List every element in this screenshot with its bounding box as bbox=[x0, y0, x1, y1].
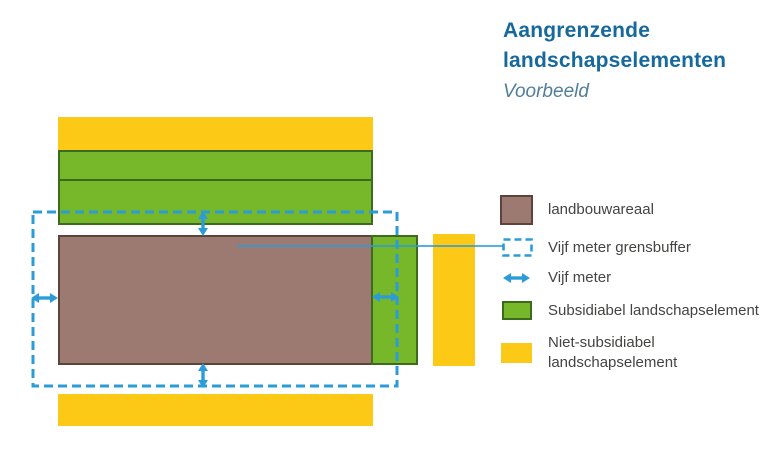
niet-subsidiabel-strip-top bbox=[58, 117, 373, 150]
legend-label: landbouwareaal bbox=[548, 201, 654, 218]
legend-label: Subsidiabel landschapselement bbox=[548, 301, 759, 319]
landbouwareaal-area bbox=[58, 235, 373, 365]
niet-subsidiabel-strip-bottom bbox=[58, 394, 373, 426]
subsidiabel-strip-top-2 bbox=[58, 179, 373, 225]
legend-item-vijf-meter: Vijf meter bbox=[503, 269, 612, 286]
legend-label: Niet-subsidiabel landschapselement bbox=[548, 334, 678, 371]
vijf-meter-arrow-bottom-icon bbox=[198, 363, 208, 388]
niet-subsidiabel-block-right bbox=[433, 234, 475, 366]
legend-item-grensbuffer: Vijf meter grensbuffer bbox=[502, 238, 691, 257]
page-title-line1: Aangrenzende bbox=[503, 19, 651, 42]
legend-item-subsidiabel: Subsidiabel landschapselement bbox=[502, 301, 759, 320]
title-block: Aangrenzende landschapselementen Voorbee… bbox=[503, 16, 759, 106]
grensbuffer-callout-line bbox=[237, 245, 503, 247]
vijf-meter-arrow-right-icon bbox=[372, 292, 399, 302]
subsidiabel-strip-top-1 bbox=[58, 150, 373, 181]
page-subtitle: Voorbeeld bbox=[503, 81, 589, 102]
vijf-meter-grensbuffer-outline bbox=[31, 210, 399, 388]
vijf-meter-arrow-left-icon bbox=[31, 293, 58, 303]
vijf-meter-arrow-top-icon bbox=[198, 211, 208, 236]
grensbuffer-dashed-swatch bbox=[502, 238, 533, 257]
legend-label: Vijf meter grensbuffer bbox=[548, 238, 691, 256]
legend-item-landbouwareaal: landbouwareaal bbox=[500, 195, 654, 225]
page-title-line2: landschapselementen bbox=[503, 49, 727, 72]
legend-item-niet-subsidiabel: Niet-subsidiabel landschapselement bbox=[501, 333, 723, 373]
niet-subsidiabel-swatch bbox=[501, 343, 532, 363]
landbouwareaal-swatch bbox=[500, 195, 533, 225]
legend-label: Vijf meter bbox=[548, 269, 612, 286]
subsidiabel-swatch bbox=[502, 301, 532, 320]
vijf-meter-double-arrow-icon bbox=[503, 273, 530, 283]
